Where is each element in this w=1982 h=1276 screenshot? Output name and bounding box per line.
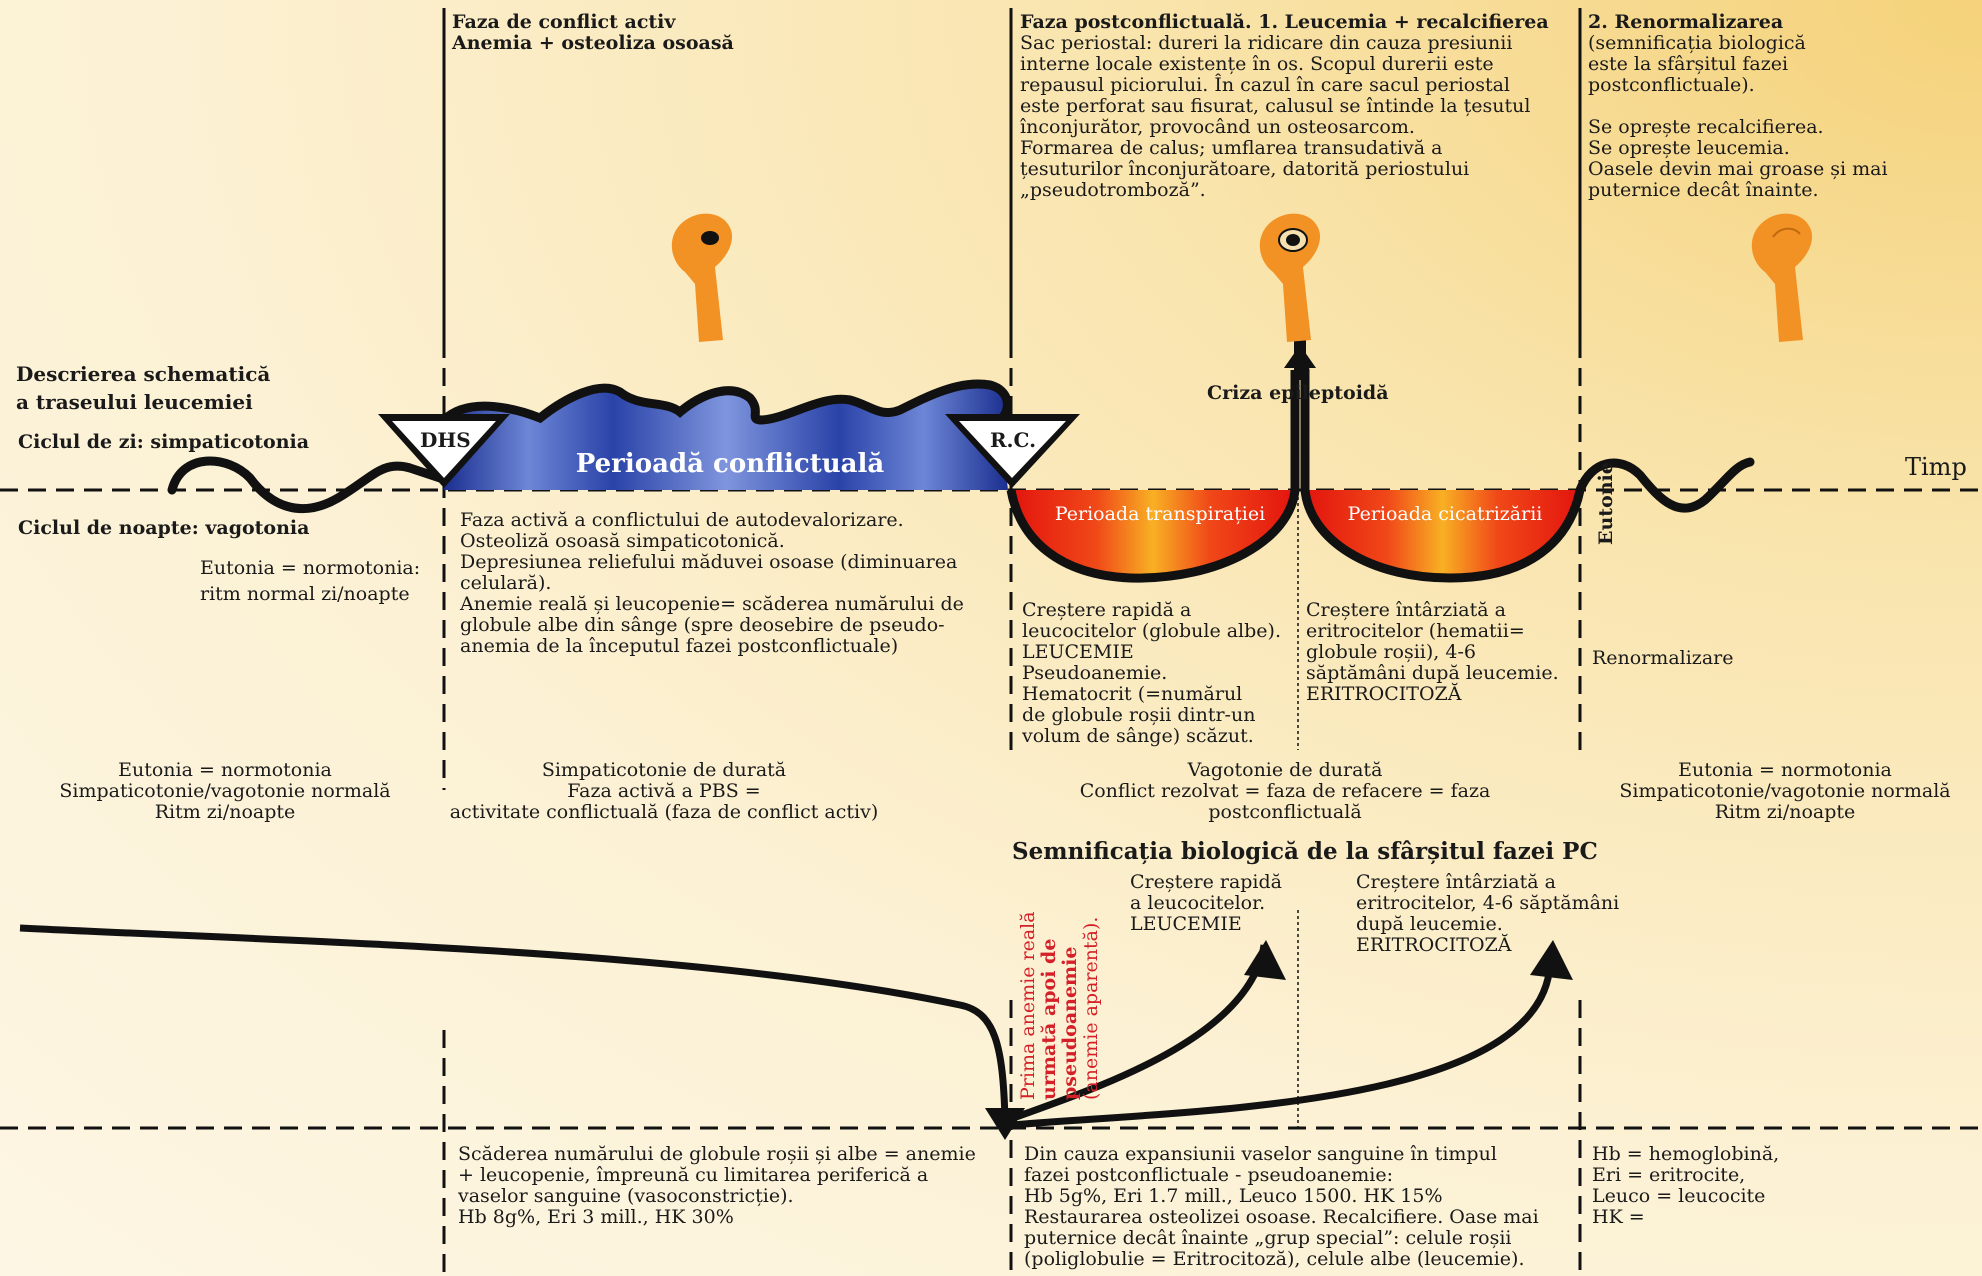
bottom-col2: Scăderea numărului de globule roșii și a…: [458, 1144, 976, 1228]
bio-vertical-note: Prima anemie reală urmată apoi de pseudo…: [1018, 911, 1102, 1100]
leuco-arrowhead-icon: [1244, 940, 1286, 980]
col3-body: Sac periostal: dureri la ridicare din ca…: [1020, 33, 1531, 201]
night-cycle-label: Ciclul de noapte: vagotonia: [18, 518, 309, 539]
mid-col3b: Creștere întârziată a eritrocitelor (hem…: [1306, 600, 1559, 705]
summary-2: Simpaticotonie de durată Faza activă a P…: [444, 760, 884, 823]
eutonia-label-2: ritm normal zi/noapte: [200, 584, 410, 605]
left-title-1: Descrierea schematică: [16, 360, 270, 388]
day-cycle-label: Ciclul de zi: simpaticotonia: [18, 432, 309, 453]
summary-1: Eutonia = normotonia Simpaticotonie/vago…: [30, 760, 420, 823]
eutonia-label-1: Eutonia = normotonia:: [200, 558, 420, 579]
bio-eritro: Creștere întârziată a eritrocitelor, 4-6…: [1356, 872, 1619, 956]
left-title-2: a traseului leucemiei: [16, 388, 253, 416]
col2-title-2: Anemia + osteoliza osoasă: [452, 33, 734, 54]
dhs-label: DHS: [420, 430, 468, 451]
bottom-col3: Din cauza expansiunii vaselor sanguine î…: [1024, 1144, 1539, 1270]
sweat-period-label: Perioada transpirației: [1040, 504, 1280, 525]
bone-icon-postconflict: [1260, 214, 1320, 342]
rc-label: R.C.: [983, 430, 1043, 451]
col2-title-1: Faza de conflict activ: [452, 12, 675, 33]
summary-3: Vagotonie de durată Conflict rezolvat = …: [1070, 760, 1500, 823]
bottom-col4: Hb = hemoglobină, Eri = eritrocite, Leuc…: [1592, 1144, 1779, 1228]
wave-left: [172, 461, 440, 509]
crisis-label: Criza epileptoidă: [1207, 383, 1389, 404]
bio-title: Semnificația biologică de la sfârșitul f…: [1012, 838, 1598, 866]
mid-col4: Renormalizare: [1592, 648, 1733, 669]
eutonie-vertical-label: Eutonie: [1596, 462, 1617, 545]
col4-body: (semnificația biologică este la sfârșitu…: [1588, 33, 1888, 201]
bio-leuco: Creștere rapidă a leucocitelor. LEUCEMIE: [1130, 872, 1282, 935]
healing-period-label: Perioada cicatrizării: [1330, 504, 1560, 525]
col3-title: Faza postconflictuală. 1. Leucemia + rec…: [1020, 12, 1549, 33]
time-label: Timp: [1905, 453, 1967, 481]
mid-col2: Faza activă a conflictului de autodevalo…: [460, 510, 964, 657]
conflict-period-label: Perioadă conflictuală: [540, 449, 920, 479]
anemia-curve: [20, 928, 1005, 1120]
bone-icon-renormal: [1752, 214, 1812, 342]
mid-col3a: Creștere rapidă a leucocitelor (globule …: [1022, 600, 1281, 747]
summary-4: Eutonia = normotonia Simpaticotonie/vago…: [1590, 760, 1980, 823]
arrow-up-icon: [1284, 345, 1316, 368]
col4-title: 2. Renormalizarea: [1588, 12, 1783, 33]
bone-icon-conflict: [672, 214, 732, 342]
